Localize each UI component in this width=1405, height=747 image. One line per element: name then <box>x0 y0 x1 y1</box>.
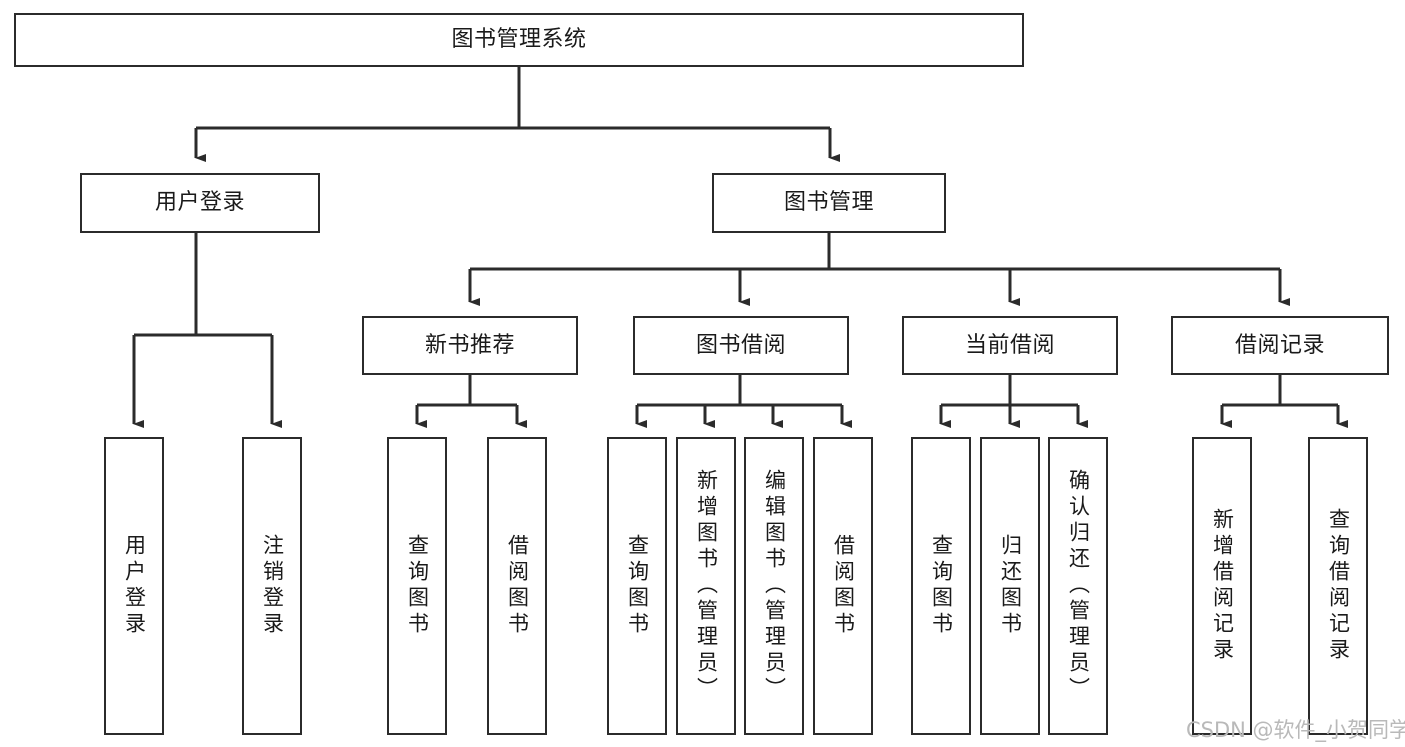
node-leaf-return-book-label: 归还图书 <box>998 534 1023 638</box>
node-root-label: 图书管理系统 <box>451 27 587 53</box>
node-leaf-query-book-1[interactable]: 查询图书 <box>387 437 447 735</box>
node-leaf-borrow-book-1-label: 借阅图书 <box>505 534 530 638</box>
node-leaf-user-login-label: 用户登录 <box>122 534 147 638</box>
node-leaf-user-login[interactable]: 用户登录 <box>104 437 164 735</box>
csdn-watermark: CSDN @软件_小贺同学 <box>1186 718 1405 742</box>
node-leaf-add-record-label: 新增借阅记录 <box>1210 508 1235 664</box>
node-book-borrow[interactable]: 图书借阅 <box>633 316 849 375</box>
node-leaf-user-logout-label: 注销登录 <box>260 534 285 638</box>
node-book-borrow-label: 图书借阅 <box>695 332 786 358</box>
node-leaf-confirm-return-label: 确认归还（管理员） <box>1066 469 1091 703</box>
node-leaf-return-book[interactable]: 归还图书 <box>980 437 1040 735</box>
node-leaf-query-book-3-label: 查询图书 <box>929 534 954 638</box>
node-leaf-query-book-2[interactable]: 查询图书 <box>607 437 667 735</box>
node-leaf-borrow-book-2[interactable]: 借阅图书 <box>813 437 873 735</box>
node-leaf-confirm-return[interactable]: 确认归还（管理员） <box>1048 437 1108 735</box>
node-leaf-borrow-book-1[interactable]: 借阅图书 <box>487 437 547 735</box>
node-leaf-query-record[interactable]: 查询借阅记录 <box>1308 437 1368 735</box>
node-new-book-recommend[interactable]: 新书推荐 <box>362 316 578 375</box>
node-leaf-edit-book[interactable]: 编辑图书（管理员） <box>744 437 804 735</box>
node-leaf-query-book-1-label: 查询图书 <box>405 534 430 638</box>
node-user-login[interactable]: 用户登录 <box>80 173 320 233</box>
node-root[interactable]: 图书管理系统 <box>14 13 1024 67</box>
node-leaf-user-logout[interactable]: 注销登录 <box>242 437 302 735</box>
node-leaf-query-book-2-label: 查询图书 <box>625 534 650 638</box>
node-leaf-add-record[interactable]: 新增借阅记录 <box>1192 437 1252 735</box>
node-borrow-record-label: 借阅记录 <box>1234 332 1325 358</box>
node-new-book-recommend-label: 新书推荐 <box>424 332 515 358</box>
node-leaf-query-record-label: 查询借阅记录 <box>1326 508 1351 664</box>
node-leaf-add-book[interactable]: 新增图书（管理员） <box>676 437 736 735</box>
node-leaf-add-book-label: 新增图书（管理员） <box>694 469 719 703</box>
node-leaf-query-book-3[interactable]: 查询图书 <box>911 437 971 735</box>
node-book-manage[interactable]: 图书管理 <box>712 173 946 233</box>
node-book-manage-label: 图书管理 <box>783 190 874 216</box>
node-borrow-record[interactable]: 借阅记录 <box>1171 316 1389 375</box>
node-leaf-borrow-book-2-label: 借阅图书 <box>831 534 856 638</box>
node-leaf-edit-book-label: 编辑图书（管理员） <box>762 469 787 703</box>
node-current-borrow-label: 当前借阅 <box>964 332 1055 358</box>
node-user-login-label: 用户登录 <box>154 190 245 216</box>
node-current-borrow[interactable]: 当前借阅 <box>902 316 1118 375</box>
